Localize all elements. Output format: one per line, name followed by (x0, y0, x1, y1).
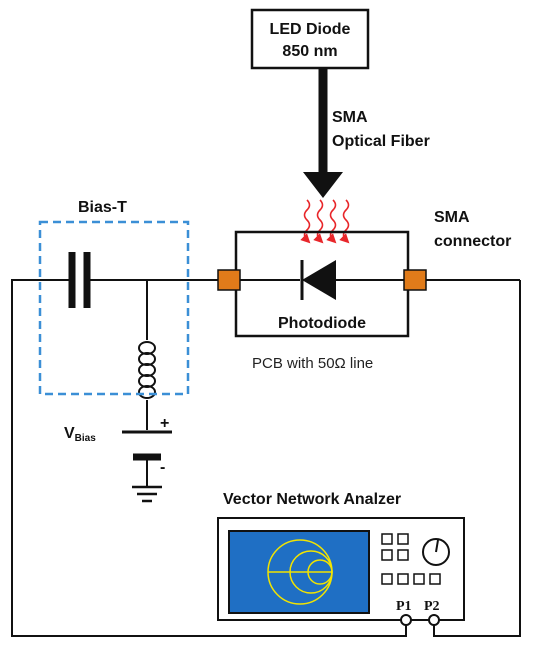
sma-connector-right (403, 269, 427, 291)
vna-port-1-label: P1 (396, 599, 412, 614)
bias-t-label: Bias-T (78, 199, 127, 216)
inductor (138, 341, 156, 399)
photodiode-label: Photodiode (278, 315, 366, 332)
light-rays (300, 199, 350, 244)
bias-t-box (38, 220, 190, 396)
photodiode-symbol (300, 260, 336, 300)
vna-title: Vector Network Analzer (223, 491, 401, 508)
vna-button-grid (381, 533, 441, 585)
vna-port-1 (400, 614, 412, 626)
battery-plus: + (160, 415, 169, 432)
sma-connector-label-line2: connector (434, 233, 511, 250)
battery-minus: - (160, 459, 165, 476)
vna-port-2 (428, 614, 440, 626)
led-label-line2: 850 nm (282, 43, 337, 60)
optical-fiber-arrow (303, 68, 343, 198)
vna-port-2-label: P2 (424, 599, 440, 614)
fiber-label-line2: Optical Fiber (332, 133, 430, 150)
smith-chart (267, 539, 333, 605)
led-diode-box: LED Diode 850 nm (250, 8, 370, 70)
circuit-wires (11, 279, 521, 637)
sma-connector-label-line1: SMA (434, 209, 470, 226)
led-label-line1: LED Diode (270, 21, 351, 38)
fiber-label-line1: SMA (332, 109, 368, 126)
battery (122, 430, 172, 461)
ground-symbol (132, 485, 162, 503)
sma-connector-left (217, 269, 241, 291)
vna-instrument (217, 517, 465, 626)
vbias-label: VBias (64, 425, 96, 444)
pcb-label: PCB with 50Ω line (252, 355, 373, 372)
capacitor (68, 252, 91, 308)
